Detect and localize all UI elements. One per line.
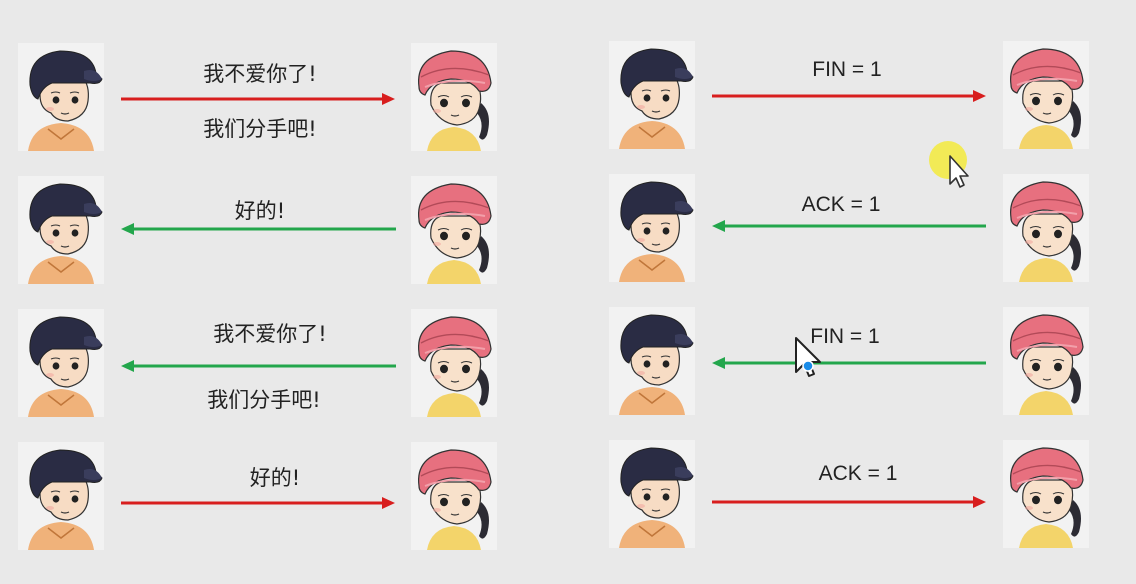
arrow-row3-left (121, 360, 396, 372)
arrow-row1-left (121, 93, 395, 105)
row3-line1-label: 我不爱你了! (170, 318, 370, 348)
mouse-cursor-icon (792, 336, 832, 382)
row4-line1-label: 好的! (175, 462, 375, 492)
arrow-row2-right (712, 220, 986, 232)
arrow-row4-right (712, 496, 986, 508)
cursor-highlight-icon (928, 140, 976, 192)
row3-fin-label: FIN = 1 (745, 325, 945, 349)
row1-line2-label: 我们分手吧! (160, 113, 360, 143)
row1-fin-label: FIN = 1 (747, 58, 947, 82)
row2-line1-label: 好的! (160, 195, 360, 225)
arrow-row3-right (712, 357, 986, 369)
arrow-row1-right (712, 90, 986, 102)
row4-ack-label: ACK = 1 (758, 462, 958, 486)
row2-ack-label: ACK = 1 (741, 193, 941, 217)
row3-line2-label: 我们分手吧! (164, 384, 364, 414)
row1-line1-label: 我不爱你了! (160, 58, 360, 88)
arrow-row4-left (121, 497, 395, 509)
